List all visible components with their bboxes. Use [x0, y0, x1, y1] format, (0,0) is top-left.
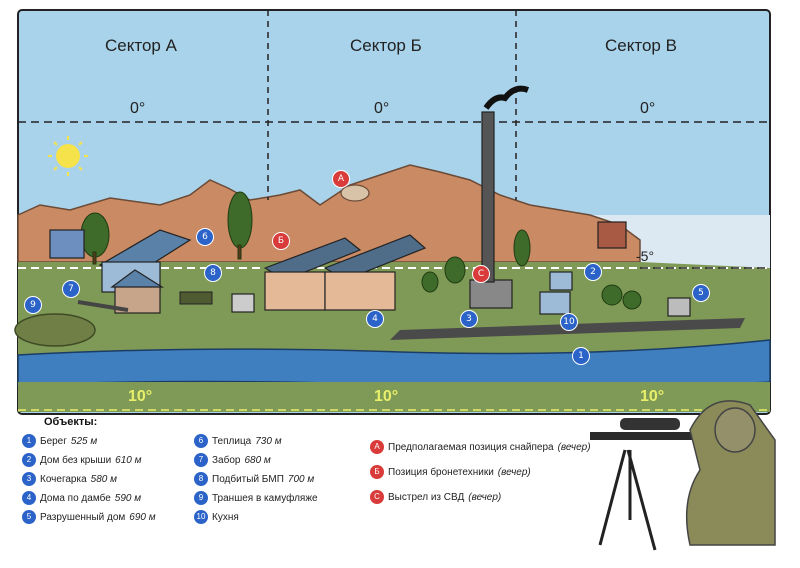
- marker-6: 6: [196, 228, 214, 246]
- angle-bottom-b: 10°: [374, 388, 399, 405]
- bottom-bank: [18, 382, 770, 412]
- legend: Объекты: 1 Берег 525 м 2 Дом без крыши 6…: [22, 416, 642, 546]
- sniper-figure: [590, 400, 776, 551]
- dam-house-2: [324, 271, 396, 311]
- bunker: [340, 184, 370, 202]
- marker-4: 4: [366, 310, 384, 328]
- legend-object-3: 3 Кочегарка 580 м: [22, 472, 117, 486]
- shed: [231, 293, 255, 313]
- legend-object-6: 6 Теплица 730 м: [194, 434, 282, 448]
- sector-c-label: Сектор В: [605, 36, 677, 55]
- legend-position-c: С Выстрел из СВД (вечер): [370, 490, 501, 504]
- legend-title: Объекты:: [44, 416, 98, 428]
- angle-side: -5°: [636, 248, 655, 264]
- sun-icon: [48, 136, 88, 176]
- marker-8: 8: [204, 264, 222, 282]
- buildings: [49, 85, 691, 317]
- legend-object-2: 2 Дом без крыши 610 м: [22, 453, 141, 467]
- legend-position-b: Б Позиция бронетехники (вечер): [370, 465, 531, 479]
- marker-3: 3: [460, 310, 478, 328]
- sector-b-label: Сектор Б: [350, 36, 422, 55]
- marker-a: A: [332, 170, 350, 188]
- angle-top-a: 0°: [130, 100, 146, 117]
- angle-bottom-a: 10°: [128, 388, 153, 405]
- red-building: [597, 221, 627, 249]
- legend-position-a: A Предполагаемая позиция снайпера (вечер…: [370, 440, 591, 454]
- marker-10: 10: [560, 313, 578, 331]
- marker-7: 7: [62, 280, 80, 298]
- house-b: [549, 271, 573, 291]
- legend-object-9: 9 Траншея в камуфляже: [194, 491, 318, 505]
- sector-a-label: Сектор А: [105, 36, 177, 55]
- kitchen: [539, 291, 571, 315]
- marker-1: 1: [572, 347, 590, 365]
- marker-b: Б: [272, 232, 290, 250]
- angle-top-c: 0°: [640, 100, 656, 117]
- angle-top-b: 0°: [374, 100, 390, 117]
- marker-9: 9: [24, 296, 42, 314]
- legend-object-1: 1 Берег 525 м: [22, 434, 97, 448]
- fence: [77, 300, 129, 312]
- marker-5: 5: [692, 284, 710, 302]
- smoke: [483, 85, 530, 110]
- marker-2: 2: [584, 263, 602, 281]
- legend-object-8: 8 Подбитый БМП 700 м: [194, 472, 314, 486]
- legend-object-10: 10 Кухня: [194, 510, 239, 524]
- ruined-house: [667, 297, 691, 317]
- greenhouse: [49, 229, 85, 259]
- trees: [80, 191, 642, 310]
- camo-trench: [14, 313, 96, 347]
- dam-house-1: [264, 271, 326, 311]
- marker-c: С: [472, 265, 490, 283]
- chimney: [481, 111, 495, 283]
- legend-object-4: 4 Дома по дамбе 590 м: [22, 491, 141, 505]
- boiler-house: [469, 279, 513, 309]
- legend-object-7: 7 Забор 680 м: [194, 453, 271, 467]
- destroyed-bmp: [179, 291, 213, 305]
- ground: [18, 262, 770, 360]
- angle-bottom-c: 10°: [640, 388, 665, 405]
- legend-object-5: 5 Разрушенный дом 690 м: [22, 510, 156, 524]
